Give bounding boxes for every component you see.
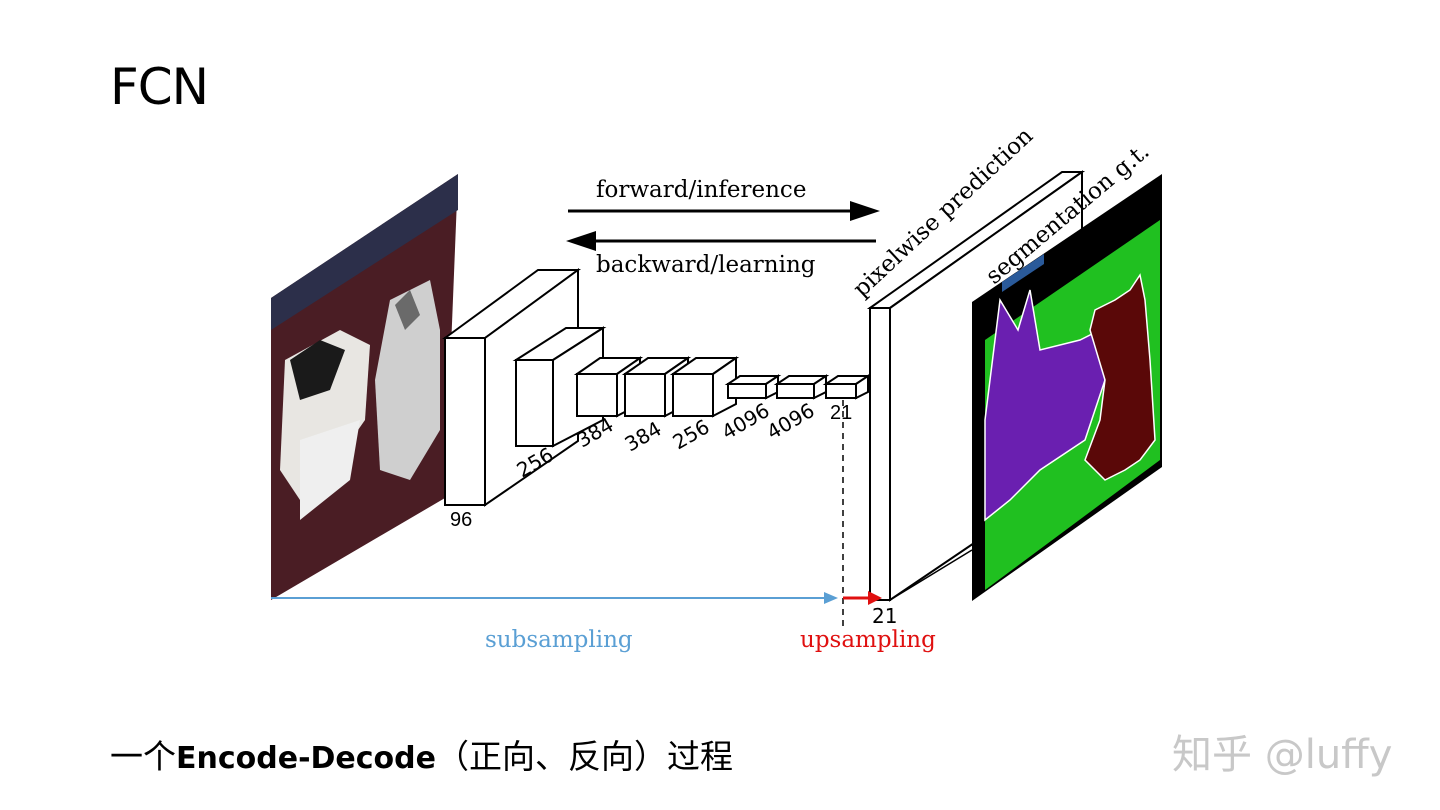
caption-suffix: （正向、反向）过程 [435,737,733,776]
subsampling-arrow [271,592,838,604]
watermark: 知乎 @luffy [1172,732,1393,778]
caption-bold: Encode-Decode [176,741,436,776]
backward-label: backward/learning [596,252,816,278]
segmentation-gt-image [972,174,1162,601]
subsampling-label: subsampling [485,627,633,653]
forward-arrow [568,201,880,221]
backward-arrow [566,231,876,251]
layer-label-1: 96 [450,509,472,531]
layer-block-8 [822,374,872,400]
seg-box [1002,254,1044,292]
layer-label-8: 21 [830,402,852,424]
input-image [271,174,458,600]
layer-block-7 [773,374,830,400]
forward-label: forward/inference [596,177,806,203]
layer-label-7: 4096 [763,398,819,444]
layer-block-4 [621,356,692,418]
upsampling-label: upsampling [800,627,936,653]
slide-caption: 一个Encode-Decode（正向、反向）过程 [110,730,733,778]
layer-block-6 [724,374,782,400]
caption-prefix: 一个 [110,737,176,776]
seg-cat-region [1084,273,1156,481]
slide-title: FCN [110,58,209,116]
upsampling-arrow [843,591,882,605]
layer-label-5: 256 [669,414,714,454]
layer-label-4: 384 [621,416,666,456]
output-channels-label: 21 [872,604,897,628]
layer-block-5 [669,356,740,418]
